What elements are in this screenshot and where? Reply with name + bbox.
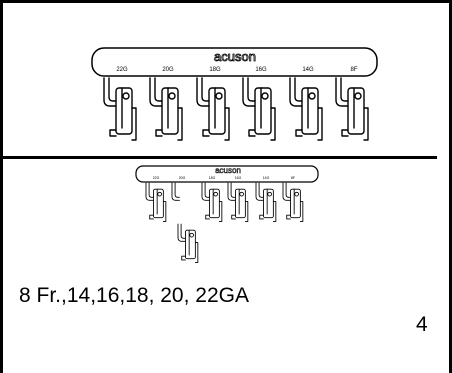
guide-bracket-bottom <box>135 165 319 183</box>
divider-line <box>3 156 437 159</box>
gauge-label-top: 8F <box>350 67 357 73</box>
needle-guide-kit-partial: acuson 22G 20G 18G 16G 14G 8F <box>135 165 319 263</box>
gauge-label-top: 18G <box>209 67 221 73</box>
needle-guide-bottom-3 <box>201 182 223 222</box>
needle-guide-bottom-4 <box>227 182 249 222</box>
gauge-label-bottom: 8F <box>291 176 295 180</box>
gauge-label-top: 16G <box>255 67 267 73</box>
gauge-label-bottom: 14G <box>263 176 270 180</box>
needle-guide-top-1 <box>103 77 137 141</box>
page-number: 4 <box>416 313 428 336</box>
gauge-label-bottom: 20G <box>179 176 186 180</box>
gauge-label-bottom: 22G <box>153 176 160 180</box>
needle-guide-bottom-1 <box>145 182 167 222</box>
needle-guide-top-6 <box>335 77 369 141</box>
gauge-label-top: 14G <box>302 67 314 73</box>
needle-guide-detached <box>177 223 199 263</box>
brand-label-bottom: acuson <box>215 166 241 175</box>
brand-label-top: acuson <box>214 49 256 64</box>
needle-guide-bottom-2 <box>171 182 180 201</box>
gauge-label-bottom: 18G <box>209 176 216 180</box>
gauge-label-top: 20G <box>162 67 174 73</box>
needle-guide-top-5 <box>289 77 323 141</box>
needle-guide-kit-full: acuson 22G 20G 18G 16G 14G 8F <box>91 47 378 141</box>
needle-guide-top-3 <box>196 77 230 141</box>
gauge-label-top: 22G <box>116 67 128 73</box>
caption-gauge-sizes: 8 Fr.,14,16,18, 20, 22GA <box>19 284 249 307</box>
needle-guide-top-4 <box>242 77 276 141</box>
guide-bracket-top <box>91 47 378 77</box>
needle-guide-top-2 <box>149 77 183 141</box>
needle-guide-bottom-5 <box>255 182 277 222</box>
needle-guide-bottom-6 <box>282 182 304 222</box>
gauge-label-bottom: 16G <box>235 176 242 180</box>
